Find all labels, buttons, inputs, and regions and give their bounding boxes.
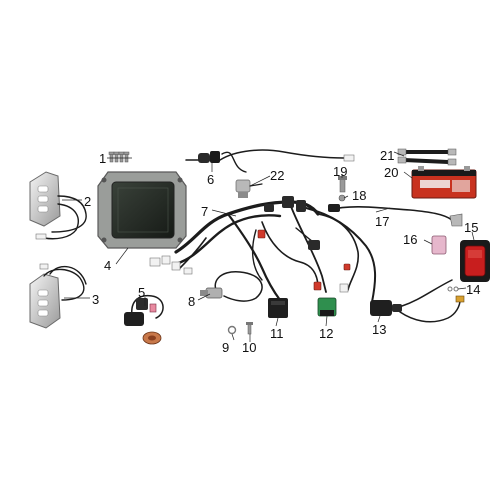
callout-3: 3 [92,292,99,307]
callout-20: 20 [384,165,398,180]
part-17-battery-cable [328,204,463,227]
callout-17: 17 [375,214,389,229]
part-20-battery [411,166,477,199]
part-13-rear-switch [370,279,465,323]
part-10-screw [246,322,253,335]
part-3-headlight-lower [29,263,87,329]
callout-8: 8 [188,294,195,309]
part-15-tail-light [460,240,490,282]
part-9-washer [227,325,237,335]
callout-16: 16 [403,232,417,247]
callout-9: 9 [222,340,229,355]
callout-14: 14 [466,282,480,297]
part-8-sensor-cable [200,271,263,302]
part-12-relay-green [317,297,337,317]
part-7-wiring-harness [149,196,377,303]
part-19-bolt [338,176,347,193]
callout-15: 15 [464,220,478,235]
part-18-terminal-bolt [338,194,346,202]
part-4-display [97,171,187,249]
leader-lines [62,151,475,342]
part-6-cable [185,149,355,173]
callout-5: 5 [138,285,145,300]
callout-6: 6 [207,172,214,187]
callout-22: 22 [270,168,284,183]
part-16-reflector [431,235,447,255]
callout-19: 19 [333,164,347,179]
callout-1: 1 [99,151,106,166]
part-1-bolts [108,151,130,163]
callout-11: 11 [270,326,284,341]
callout-12: 12 [319,326,333,341]
part-21-battery-cables [397,148,457,166]
callout-18: 18 [352,188,366,203]
callout-10: 10 [242,340,256,355]
part-2-headlight-upper [29,171,87,240]
part-14-screws [447,286,459,292]
callout-2: 2 [84,194,91,209]
part-22-sensor [235,179,263,198]
part-5-ignition-switch [124,294,164,345]
callout-4: 4 [104,258,111,273]
callout-21: 21 [380,148,394,163]
callout-13: 13 [372,322,386,337]
callout-7: 7 [201,204,208,219]
part-11-relay [268,298,288,318]
